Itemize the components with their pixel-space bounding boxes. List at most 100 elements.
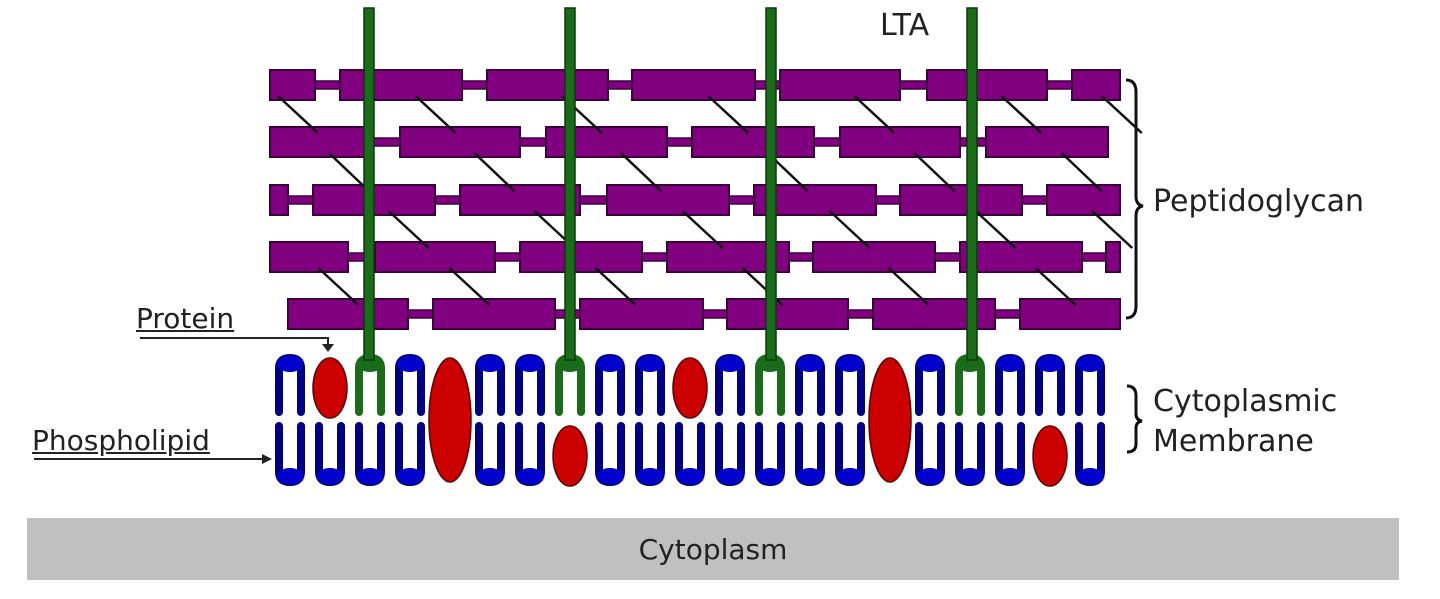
phospholipid-bottom (955, 422, 985, 487)
phospholipid-bottom (995, 422, 1025, 487)
cytoplasm-region: Cytoplasm (27, 518, 1399, 580)
phospholipid-head (957, 468, 983, 484)
peptide-crosslink (887, 267, 930, 306)
glycan-block (726, 298, 849, 330)
glycan-block (959, 241, 1083, 273)
phospholipid-bottom (915, 422, 945, 487)
phospholipid-head (997, 356, 1023, 372)
phospholipid-top (715, 353, 745, 416)
peptide-link-bar (269, 137, 1109, 147)
peptide-crosslink (448, 267, 491, 306)
phospholipid-head (917, 468, 943, 484)
peptide-crosslink (594, 267, 637, 306)
membrane-protein-integral (868, 357, 912, 483)
phospholipid-head (317, 468, 343, 484)
phospholipid-bottom (1075, 422, 1105, 487)
phospholipid-arrowhead-icon (262, 454, 272, 464)
phospholipid-top (275, 353, 305, 416)
peptide-crosslink (473, 152, 516, 192)
phospholipid-head (837, 356, 863, 372)
lta-strand (564, 7, 576, 361)
phospholipid-bottom (355, 422, 385, 487)
glycan-block (1019, 298, 1121, 330)
phospholipid-head (477, 356, 503, 372)
glycan-block (339, 69, 463, 101)
phospholipid-top (475, 353, 505, 416)
glycan-block (545, 126, 668, 158)
phospholipid-bottom (315, 422, 345, 487)
glycan-block (631, 69, 756, 101)
lipoteichoic-acid-strands (363, 7, 978, 361)
glycan-block (519, 241, 643, 273)
cytoplasmic-membrane-label-line2: Membrane (1153, 424, 1314, 459)
glycan-block (432, 298, 556, 330)
phospholipid-top (995, 353, 1025, 416)
cytoplasmic-membrane-label-line1: Cytoplasmic (1153, 384, 1338, 419)
peptidoglycan-bracket-icon (1125, 78, 1144, 320)
phospholipid-head (797, 468, 823, 484)
glycan-block (374, 241, 496, 273)
peptide-crosslink (1034, 267, 1077, 306)
phospholipid-head (837, 468, 863, 484)
protein-label: Protein (136, 302, 235, 335)
lta-anchor (755, 353, 785, 416)
phospholipid-head (357, 468, 383, 484)
label-brackets (1125, 78, 1144, 454)
peptide-crosslink (681, 210, 724, 249)
lta-label: LTA (880, 8, 930, 43)
glycan-block (926, 69, 1048, 101)
protein-arrow-icon (140, 337, 329, 346)
peptide-crosslink (317, 267, 360, 306)
phospholipid-bottom (275, 422, 305, 487)
glycan-block (269, 241, 349, 273)
cytoplasmic-membrane-label: Cytoplasmic Membrane (1153, 382, 1337, 462)
phospholipid-top (835, 353, 865, 416)
glycan-block (1046, 184, 1121, 216)
peptide-crosslink (620, 152, 662, 192)
phospholipid-head (1077, 468, 1103, 484)
phospholipid-bottom (715, 422, 745, 487)
phospholipid-head (517, 356, 543, 372)
phospholipid-head (757, 468, 783, 484)
phospholipid-head (637, 356, 663, 372)
phospholipid-head (717, 356, 743, 372)
phospholipid-bottom (515, 422, 545, 487)
phospholipid-head (677, 468, 703, 484)
phospholipid-head (1077, 356, 1103, 372)
phospholipid-head (1037, 356, 1063, 372)
peptide-crosslink (707, 95, 750, 134)
phospholipid-bottom (595, 422, 625, 487)
glycan-block (779, 69, 901, 101)
phospholipid-top (515, 353, 545, 416)
phospholipid-bottom (675, 422, 705, 487)
phospholipid-head (997, 468, 1023, 484)
peptide-crosslink (328, 152, 370, 192)
cytoplasm-label: Cytoplasm (638, 532, 788, 566)
phospholipid-top (795, 353, 825, 416)
peptide-crosslink (1091, 210, 1134, 249)
glycan-block (899, 184, 1023, 216)
phospholipid-label: Phospholipid (32, 424, 210, 457)
glycan-block (399, 126, 521, 158)
lta-anchor (555, 353, 585, 416)
peptide-crosslink (414, 95, 457, 134)
peptide-crosslink (913, 152, 956, 192)
membrane-protein-peripheral (552, 425, 588, 487)
peptidoglycan-label: Peptidoglycan (1153, 184, 1365, 219)
phospholipid-top (915, 353, 945, 416)
glycan-block (606, 184, 730, 216)
label-pointers (34, 337, 334, 464)
lta-anchor (955, 353, 985, 416)
phospholipid-head (477, 468, 503, 484)
phospholipid-top (395, 353, 425, 416)
lta-strand (765, 7, 777, 361)
peptide-crosslink (828, 210, 871, 249)
phospholipid-head (397, 356, 423, 372)
phospholipid-top (1035, 353, 1065, 416)
lta-strand (363, 7, 375, 361)
phospholipid-head (517, 468, 543, 484)
peptide-crosslink (277, 95, 319, 134)
peptide-crosslink (853, 95, 896, 134)
phospholipid-bottom (835, 422, 865, 487)
phospholipid-top (595, 353, 625, 416)
